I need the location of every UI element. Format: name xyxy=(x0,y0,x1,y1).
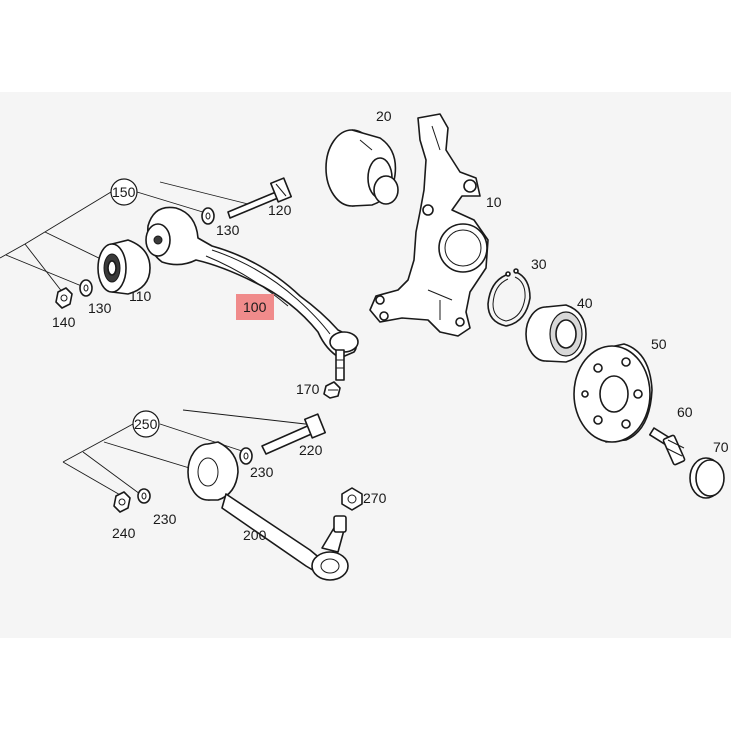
group-circle-150 xyxy=(110,178,138,206)
cap-70 xyxy=(689,457,725,499)
label-150: 150 xyxy=(112,184,136,200)
label-30: 30 xyxy=(531,256,547,272)
highlight-box-100 xyxy=(236,294,274,320)
label-240: 240 xyxy=(112,525,136,541)
label-140: 140 xyxy=(52,314,76,330)
group-250-leaders xyxy=(62,409,315,497)
bolt-220 xyxy=(261,413,327,455)
nut-240 xyxy=(113,491,131,513)
group-circle-250 xyxy=(132,410,160,438)
group-150-leaders xyxy=(0,181,253,294)
label-270: 270 xyxy=(363,490,387,506)
bushing-110 xyxy=(97,239,151,295)
label-230-lower: 230 xyxy=(153,511,177,527)
washer-130-lower xyxy=(79,279,93,297)
steering-knuckle-10 xyxy=(369,113,489,337)
mount-bushing-20 xyxy=(325,129,399,207)
label-50: 50 xyxy=(651,336,667,352)
washer-130-upper xyxy=(201,207,215,225)
label-220: 220 xyxy=(299,442,323,458)
label-10: 10 xyxy=(486,194,502,210)
control-arm-200 xyxy=(187,441,349,581)
label-20: 20 xyxy=(376,108,392,124)
control-arm-100 xyxy=(145,206,359,381)
label-40: 40 xyxy=(577,295,593,311)
wheel-bolt-60 xyxy=(648,427,686,466)
washer-230-upper xyxy=(239,447,253,465)
label-230-upper: 230 xyxy=(250,464,274,480)
bolt-120 xyxy=(227,177,293,219)
snap-ring-30 xyxy=(487,268,531,327)
label-130-lower: 130 xyxy=(88,300,112,316)
label-100: 100 xyxy=(243,299,267,315)
label-70: 70 xyxy=(713,439,729,455)
label-120: 120 xyxy=(268,202,292,218)
wheel-hub-50 xyxy=(573,343,653,443)
label-250: 250 xyxy=(134,416,158,432)
nut-170 xyxy=(323,381,341,399)
washer-230-lower xyxy=(137,488,151,504)
label-130-upper: 130 xyxy=(216,222,240,238)
nut-140 xyxy=(55,287,73,309)
label-110: 110 xyxy=(129,288,152,304)
label-170: 170 xyxy=(296,381,320,397)
nut-270 xyxy=(341,487,363,511)
label-60: 60 xyxy=(677,404,693,420)
wheel-bearing-40 xyxy=(525,304,587,363)
label-200: 200 xyxy=(243,527,267,543)
